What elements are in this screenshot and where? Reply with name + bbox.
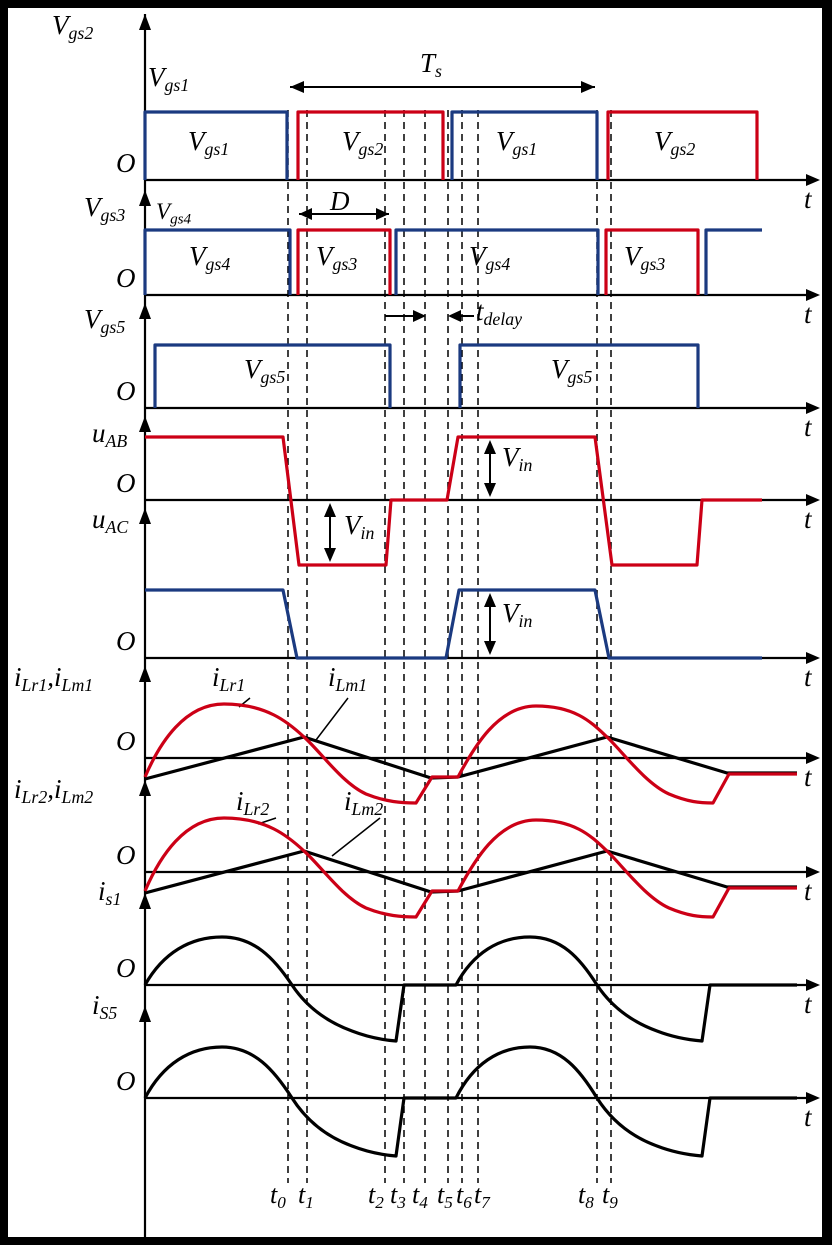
p4-time-label: t [804, 504, 812, 534]
p4-origin-label: O [116, 468, 136, 498]
p2-vgs4-wave [143, 228, 762, 295]
p1-segment-label: Vgs2 [654, 126, 696, 159]
axis-right-arrowheads [806, 174, 820, 1104]
p8-origin-label: O [116, 953, 136, 983]
p1-vgs1-wave [143, 110, 599, 180]
p5-time-label: t [804, 662, 812, 692]
p8-is1-wave [143, 935, 797, 1043]
p8-time-label: t [804, 989, 812, 1019]
p6-time-label: t [804, 762, 812, 792]
p2-segment-label: Vgs3 [316, 241, 358, 274]
p6-origin-label: O [116, 726, 136, 756]
p6-axis-label: iLr1,iLm1 [14, 662, 94, 695]
time-tick-t9: t9 [602, 1180, 618, 1212]
p6-ilm1-curve-label: iLm1 [328, 662, 368, 695]
p3-time-label: t [804, 412, 812, 442]
time-tick-t6: t6 [456, 1180, 472, 1212]
vin-label: Vin [502, 442, 533, 475]
time-tick-t4: t4 [412, 1180, 428, 1212]
vin-label: Vin [502, 598, 533, 631]
p7-ilr2-curve-label: iLr2 [236, 786, 270, 819]
time-tick-t2: t2 [368, 1180, 384, 1212]
p2-time-label: t [804, 299, 812, 329]
p5-origin-label: O [116, 626, 136, 656]
p2-origin-label: O [116, 263, 136, 293]
p9-origin-label: O [116, 1066, 136, 1096]
p2-vgs3-wave [296, 228, 700, 295]
p9-time-label: t [804, 1102, 812, 1132]
p7-time-label: t [804, 876, 812, 906]
axis-up-arrowheads [139, 14, 151, 1022]
p1-segment-label: Vgs1 [188, 126, 230, 159]
p2-segment-label: Vgs3 [624, 241, 666, 274]
p7-axis-label: iLr2,iLm2 [14, 774, 94, 807]
p1-left-label: Vgs1 [148, 62, 190, 95]
p1-vgs2-wave [296, 110, 759, 180]
p1-segment-label: Vgs2 [342, 126, 384, 159]
time-tick-t3: t3 [390, 1180, 406, 1212]
p6-ilr1-wave [143, 702, 797, 805]
waveforms [143, 110, 797, 1158]
curve-label-leader-lines [238, 697, 381, 857]
p2-corner-label: Vgs4 [156, 199, 192, 228]
vin-label: Vin [344, 510, 375, 543]
p7-origin-label: O [116, 840, 136, 870]
plot-background [8, 8, 822, 1237]
p7-ilr2-wave [143, 816, 797, 919]
duty-d-label: D [330, 186, 350, 216]
p9-axis-label: iS5 [92, 990, 118, 1023]
p7-ilm2-curve-label: iLm2 [344, 786, 384, 819]
time-tick-t7: t7 [474, 1180, 490, 1212]
axes [139, 14, 820, 1237]
horizontal-axis-lines [145, 178, 808, 1100]
p3-origin-label: O [116, 376, 136, 406]
p9-is5-wave [143, 1045, 797, 1158]
time-tick-t0: t0 [270, 1180, 286, 1212]
p5-uac-wave [145, 588, 762, 660]
p5-axis-label: uAC [92, 504, 129, 537]
p1-segment-label: Vgs1 [496, 126, 538, 159]
p3-segment-label: Vgs5 [244, 354, 286, 387]
annotation-arrows [238, 81, 595, 857]
period-ts-label: Ts [420, 48, 442, 81]
p3-segment-label: Vgs5 [551, 354, 593, 387]
p2-segment-label: Vgs4 [469, 241, 511, 274]
p1-origin-label: O [116, 148, 136, 178]
annotation-arrow-lines [290, 86, 595, 648]
p1-axis-label: Vgs2 [52, 10, 94, 43]
p1-time-label: t [804, 184, 812, 214]
p2-segment-label: Vgs4 [189, 241, 231, 274]
p6-ilr1-curve-label: iLr1 [212, 662, 246, 695]
time-tick-t5: t5 [437, 1180, 453, 1212]
tdelay-label: tdelay [476, 296, 523, 329]
p2-axis-label: Vgs3 [84, 192, 126, 225]
p3-vgs5-wave [153, 343, 700, 408]
p4-axis-label: uAB [92, 418, 128, 451]
p8-axis-label: is1 [98, 876, 122, 909]
time-tick-t8: t8 [578, 1180, 594, 1212]
p4-uab-wave [145, 435, 762, 567]
time-tick-t1: t1 [298, 1180, 314, 1212]
p3-axis-label: Vgs5 [84, 304, 126, 337]
